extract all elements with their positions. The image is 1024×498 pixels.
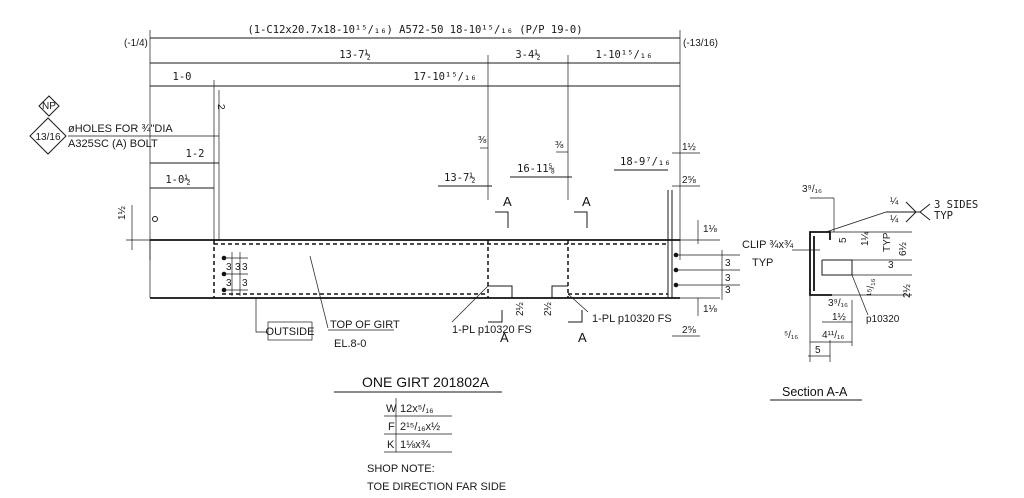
dim-18-9: 18-9⁷/₁₆ bbox=[620, 156, 671, 168]
dim-3-4h: 3-4½ bbox=[515, 49, 540, 61]
holes-note-line1: øHOLES FOR ¾"DIA bbox=[68, 123, 173, 135]
dimension-chain-2: 13-7½ 3-4½ 1-10¹⁵/₁₆ bbox=[150, 49, 680, 200]
dim-16-11: 16-11⅝ bbox=[517, 163, 555, 175]
np-tag: NP bbox=[42, 101, 56, 112]
sec-p10320: p10320 bbox=[866, 314, 900, 325]
header-dimension-text: (1-C12x20.7x18-10¹⁵/₁₆) A572-50 18-10¹⁵/… bbox=[247, 24, 582, 36]
section-mark-a2: A bbox=[582, 194, 591, 209]
interior-dims: ⅜ ⅜ 13-7½ 16-11⅝ 18-9⁷/₁₆ 1½ 2⅝ 2⅝ bbox=[438, 135, 700, 337]
left-end-offset: (-1/4) bbox=[124, 38, 148, 49]
dim-1-0h: 1-0½ bbox=[165, 174, 190, 186]
dim-2-5-8-b: 2⅝ bbox=[682, 325, 697, 336]
dim-3-8a: ⅜ bbox=[478, 135, 487, 146]
dim-3: 3 bbox=[226, 262, 232, 273]
sec-dim-2h: 2½ bbox=[902, 283, 913, 298]
dim-3: 3 bbox=[235, 262, 241, 273]
elevation-label: EL.8-0 bbox=[334, 338, 366, 350]
top-of-girt-label: TOP OF GIRT bbox=[330, 319, 400, 331]
dim-2h-b: 2½ bbox=[543, 301, 554, 316]
dim-1h-left: 1½ bbox=[117, 205, 128, 220]
dim-3: 3 bbox=[725, 258, 731, 269]
dim-3: 3 bbox=[725, 285, 731, 296]
page-title: ONE GIRT 201802A bbox=[362, 374, 490, 390]
sec-dim-4-11: 4¹¹/₁₆ bbox=[822, 330, 844, 341]
dim-1-10: 1-10¹⁵/₁₆ bbox=[596, 49, 653, 61]
section-mark-a4: A bbox=[578, 330, 587, 345]
dim-3: 3 bbox=[242, 262, 248, 273]
sec-typ: TYP bbox=[882, 232, 893, 252]
sec-dim-5b: 5 bbox=[815, 345, 821, 356]
section-mark-a1: A bbox=[503, 194, 512, 209]
hole-size-diamond: 13/16 bbox=[35, 132, 60, 143]
girt-labels: OUTSIDE TOP OF GIRT EL.8-0 bbox=[255, 255, 400, 350]
sec-dim-15-16: ¹⁵/₁₆ bbox=[866, 278, 877, 296]
sec-dim-5-16: ⁵/₁₆ bbox=[784, 330, 798, 341]
right-holes: 3 3 3 1⅛ 1⅛ bbox=[673, 220, 740, 316]
holes-note: NP 13/16 øHOLES FOR ¾"DIA A325SC (A) BOL… bbox=[29, 95, 219, 155]
weld-note-sides: 3 SIDES bbox=[934, 199, 978, 211]
sec-dim-3: 3 bbox=[888, 260, 894, 271]
weld-size-bottom: ¼ bbox=[890, 213, 899, 225]
plate-label-b: 1-PL p10320 FS bbox=[592, 313, 672, 325]
dim-13-7h-b: 13-7½ bbox=[444, 172, 476, 184]
outside-label: OUTSIDE bbox=[266, 326, 315, 338]
dim-1-1-8: 1⅛ bbox=[703, 224, 718, 235]
dim-2-5-8: 2⅝ bbox=[682, 175, 697, 186]
overall-dimension: (1-C12x20.7x18-10¹⁵/₁₆) A572-50 18-10¹⁵/… bbox=[124, 24, 718, 260]
dim-2h-a: 2½ bbox=[515, 301, 526, 316]
right-end-offset: (-13/16) bbox=[683, 38, 718, 49]
prop-value-f: 2¹⁵/₁₆x½ bbox=[400, 421, 440, 433]
shop-note-heading: SHOP NOTE: bbox=[367, 463, 435, 475]
holes-note-line2: A325SC (A) BOLT bbox=[68, 138, 158, 150]
weld-note-typ: TYP bbox=[934, 210, 953, 222]
dim-1-1-8-b: 1⅛ bbox=[703, 304, 718, 315]
dim-1-2: 1-2 bbox=[186, 148, 205, 160]
dim-3: 3 bbox=[226, 278, 232, 289]
girt-body bbox=[149, 190, 680, 299]
section-aa-title: Section A-A bbox=[782, 385, 848, 399]
hole-dims: 1-2 1-0½ bbox=[150, 148, 219, 189]
prop-value-k: 1⅛x¾ bbox=[400, 439, 431, 451]
clip-typ: TYP bbox=[752, 257, 773, 269]
plate-label-a: 1-PL p10320 FS bbox=[452, 324, 532, 336]
left-flange-dim: 1½ bbox=[117, 205, 158, 250]
dim-3-8b: ⅜ bbox=[555, 140, 564, 151]
sec-dim-5: 5 bbox=[838, 237, 849, 243]
sec-dim-3-9b: 3⁹/₁₆ bbox=[828, 298, 848, 309]
clip-plates: 2½ 2½ 1-PL p10320 FS 1-PL p10320 FS bbox=[451, 285, 672, 336]
sec-dim-1h: 1½ bbox=[832, 312, 847, 323]
section-mark-a3: A bbox=[500, 330, 509, 345]
weld-size-top: ¼ bbox=[890, 195, 899, 207]
dim-13-7h: 13-7½ bbox=[339, 49, 371, 61]
section-marks: A A A A bbox=[488, 194, 591, 345]
section-aa: Section A-A ¼ ¼ 3 SIDES TYP CLIP ¾x¾ TYP… bbox=[742, 184, 978, 401]
prop-key-f: F bbox=[388, 421, 395, 433]
sec-dim-1-4: 1¼ bbox=[859, 231, 871, 246]
dim-2-group: 2 bbox=[215, 90, 226, 240]
prop-key-w: W bbox=[386, 403, 397, 415]
clip-label: CLIP ¾x¾ bbox=[742, 239, 794, 251]
dim-1h-right: 1½ bbox=[682, 142, 697, 153]
sec-dim-3-9: 3⁹/₁₆ bbox=[802, 184, 822, 195]
dim-1-0: 1-0 bbox=[173, 71, 192, 83]
dimension-chain-3: 1-0 17-10¹⁵/₁₆ bbox=[150, 71, 680, 245]
sec-dim-6h: 6½ bbox=[898, 241, 909, 256]
shop-note-text: TOE DIRECTION FAR SIDE bbox=[367, 481, 506, 493]
title-block: ONE GIRT 201802A W 12x⁵/₁₆ F 2¹⁵/₁₆x½ K … bbox=[334, 374, 506, 493]
prop-value-w: 12x⁵/₁₆ bbox=[400, 403, 434, 415]
dim-3: 3 bbox=[725, 273, 731, 284]
dim-3: 3 bbox=[242, 278, 248, 289]
dim-17-10: 17-10¹⁵/₁₆ bbox=[413, 71, 476, 83]
dim-2: 2 bbox=[215, 104, 226, 110]
prop-key-k: K bbox=[387, 439, 395, 451]
left-holes: 3 3 3 3 3 bbox=[221, 252, 248, 296]
